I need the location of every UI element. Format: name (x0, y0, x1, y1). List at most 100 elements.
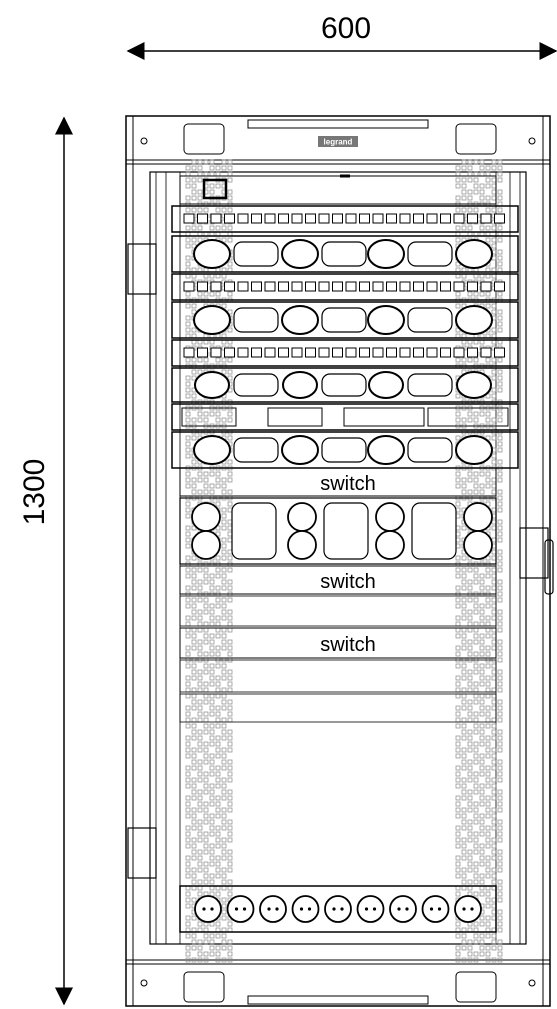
cable-ring (287, 502, 317, 532)
vent-hole (185, 531, 191, 537)
vent-hole (473, 159, 479, 165)
vent-hole (467, 957, 473, 963)
vent-hole (461, 789, 467, 795)
power-socket (259, 895, 287, 923)
vent-hole (203, 693, 209, 699)
cable-slot (231, 502, 277, 560)
vent-hole (467, 489, 473, 495)
vent-hole (485, 873, 491, 879)
vent-hole (479, 669, 485, 675)
vent-hole (215, 843, 221, 849)
vent-hole (209, 603, 215, 609)
vent-hole (491, 615, 497, 621)
vent-hole (491, 879, 497, 885)
vent-hole (185, 513, 191, 519)
vent-hole (473, 849, 479, 855)
vent-hole (185, 645, 191, 651)
vent-hole (461, 777, 467, 783)
vent-hole (491, 717, 497, 723)
vent-hole (497, 291, 503, 297)
vent-hole (185, 663, 191, 669)
vent-hole (203, 861, 209, 867)
vent-hole (479, 795, 485, 801)
vent-hole (461, 225, 467, 231)
vent-hole (485, 225, 491, 231)
vent-hole (455, 207, 461, 213)
vent-hole (221, 783, 227, 789)
vent-hole (215, 795, 221, 801)
vent-hole (191, 783, 197, 789)
vent-hole (221, 525, 227, 531)
vent-hole (209, 165, 215, 171)
vent-hole (221, 639, 227, 645)
vent-hole (185, 741, 191, 747)
switch-label-2: switch (320, 571, 376, 593)
vent-hole (191, 777, 197, 783)
vent-hole (455, 603, 461, 609)
vent-hole (497, 495, 503, 501)
vent-hole (497, 471, 503, 477)
vent-hole (227, 921, 233, 927)
power-socket (454, 895, 482, 923)
vent-hole (209, 159, 215, 165)
vent-hole (191, 717, 197, 723)
patch-port (305, 347, 316, 358)
vent-hole (203, 483, 209, 489)
vent-hole (227, 357, 233, 363)
vent-hole (485, 951, 491, 957)
vent-hole (467, 747, 473, 753)
logo-text: legrand (324, 138, 353, 147)
vent-hole (461, 765, 467, 771)
vent-hole (461, 819, 467, 825)
vent-hole (479, 849, 485, 855)
vent-hole (491, 435, 497, 441)
vent-hole (185, 711, 191, 717)
cable-slot (233, 373, 279, 397)
vent-hole (227, 159, 233, 165)
vent-hole (491, 579, 497, 585)
vent-hole (491, 933, 497, 939)
vent-hole (461, 735, 467, 741)
patch-panel-2 (171, 273, 519, 301)
vent-hole (227, 891, 233, 897)
vent-hole (479, 915, 485, 921)
vent-hole (227, 651, 233, 657)
patch-port (480, 281, 492, 292)
vent-hole (491, 489, 497, 495)
vent-hole (455, 765, 461, 771)
vent-hole (455, 705, 461, 711)
vent-hole (491, 375, 497, 381)
vent-hole (461, 879, 467, 885)
vent-hole (215, 183, 221, 189)
vent-hole (467, 207, 473, 213)
patch-port (345, 347, 357, 358)
cable-slot (321, 437, 367, 463)
patch-port (494, 213, 505, 224)
vent-hole (485, 783, 491, 789)
vent-hole (479, 693, 485, 699)
vent-hole (185, 831, 191, 837)
vent-hole (467, 609, 473, 615)
vent-hole (227, 261, 233, 267)
patch-panel-3 (171, 339, 519, 367)
vent-hole (191, 165, 197, 171)
vent-hole (197, 189, 203, 195)
vent-hole (485, 747, 491, 753)
vent-hole (221, 549, 227, 555)
vent-hole (473, 357, 479, 363)
vent-hole (473, 609, 479, 615)
vent-hole (479, 813, 485, 819)
patch-port (386, 347, 397, 358)
cable-ring (194, 371, 230, 399)
vent-hole (491, 165, 497, 171)
vent-hole (455, 795, 461, 801)
vent-hole (473, 717, 479, 723)
vent-hole (209, 855, 215, 861)
vent-hole (203, 597, 209, 603)
vent-hole (209, 951, 215, 957)
vent-hole (497, 807, 503, 813)
vent-hole (467, 801, 473, 807)
vent-hole (461, 825, 467, 831)
vent-hole (479, 711, 485, 717)
vent-hole (191, 225, 197, 231)
